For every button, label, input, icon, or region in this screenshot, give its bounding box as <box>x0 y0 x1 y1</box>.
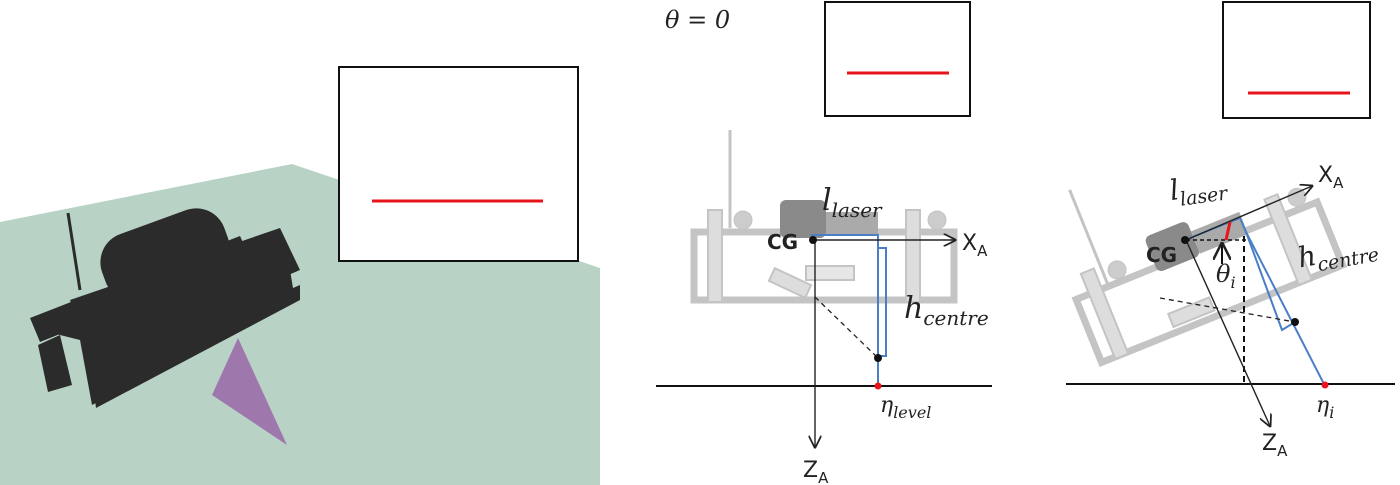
tilted-panel: CG llaser XA ZA hcentre θi ηi <box>1066 1 1395 460</box>
laser-cone <box>212 338 287 445</box>
robot-vehicle <box>30 208 300 408</box>
tilted-x-axis <box>1185 186 1312 241</box>
tilted-cg-label: CG <box>1146 243 1177 267</box>
render-3d-panel <box>0 66 600 485</box>
tilted-z-axis <box>1185 239 1270 426</box>
tilted-h-centre-label: hcentre <box>1295 228 1381 279</box>
level-cg-label: CG <box>767 230 798 254</box>
theta-i-label: θi <box>1216 260 1236 292</box>
tilted-x-axis-label: XA <box>1318 163 1344 192</box>
tilted-cg-point <box>1181 236 1189 244</box>
tilted-laser-inset <box>1222 1 1371 119</box>
theta-marker-red <box>1224 221 1232 241</box>
level-eta-point <box>874 382 882 390</box>
tilted-eta-point <box>1321 381 1329 389</box>
level-frame-outline <box>811 234 887 357</box>
level-laser-point <box>874 354 882 362</box>
level-robot-outline <box>690 130 958 304</box>
theta-zero-label: θ = 0 <box>665 6 730 34</box>
tilted-laser-point <box>1291 318 1299 326</box>
tilted-l-laser-label: llaser <box>1168 166 1231 212</box>
tilted-z-axis-label: ZA <box>1262 431 1288 460</box>
level-panel: θ = 0 CG llaser XA ZA hc <box>656 1 992 485</box>
level-l-laser-label: llaser <box>822 183 883 222</box>
tilted-h-centre-line <box>1245 231 1326 387</box>
tilted-robot-outline <box>1068 187 1348 368</box>
tilted-dashed-ray <box>1159 297 1296 323</box>
level-eta-label: ηlevel <box>880 393 931 422</box>
laser-view-inset <box>338 66 579 262</box>
level-h-centre-label: hcentre <box>904 291 989 330</box>
tilted-eta-label: ηi <box>1316 393 1334 422</box>
level-x-axis-label: XA <box>962 231 988 260</box>
level-dashed-ray <box>814 296 879 359</box>
level-cg-point <box>809 236 817 244</box>
level-z-axis-label: ZA <box>803 458 829 485</box>
level-laser-inset <box>824 1 971 117</box>
